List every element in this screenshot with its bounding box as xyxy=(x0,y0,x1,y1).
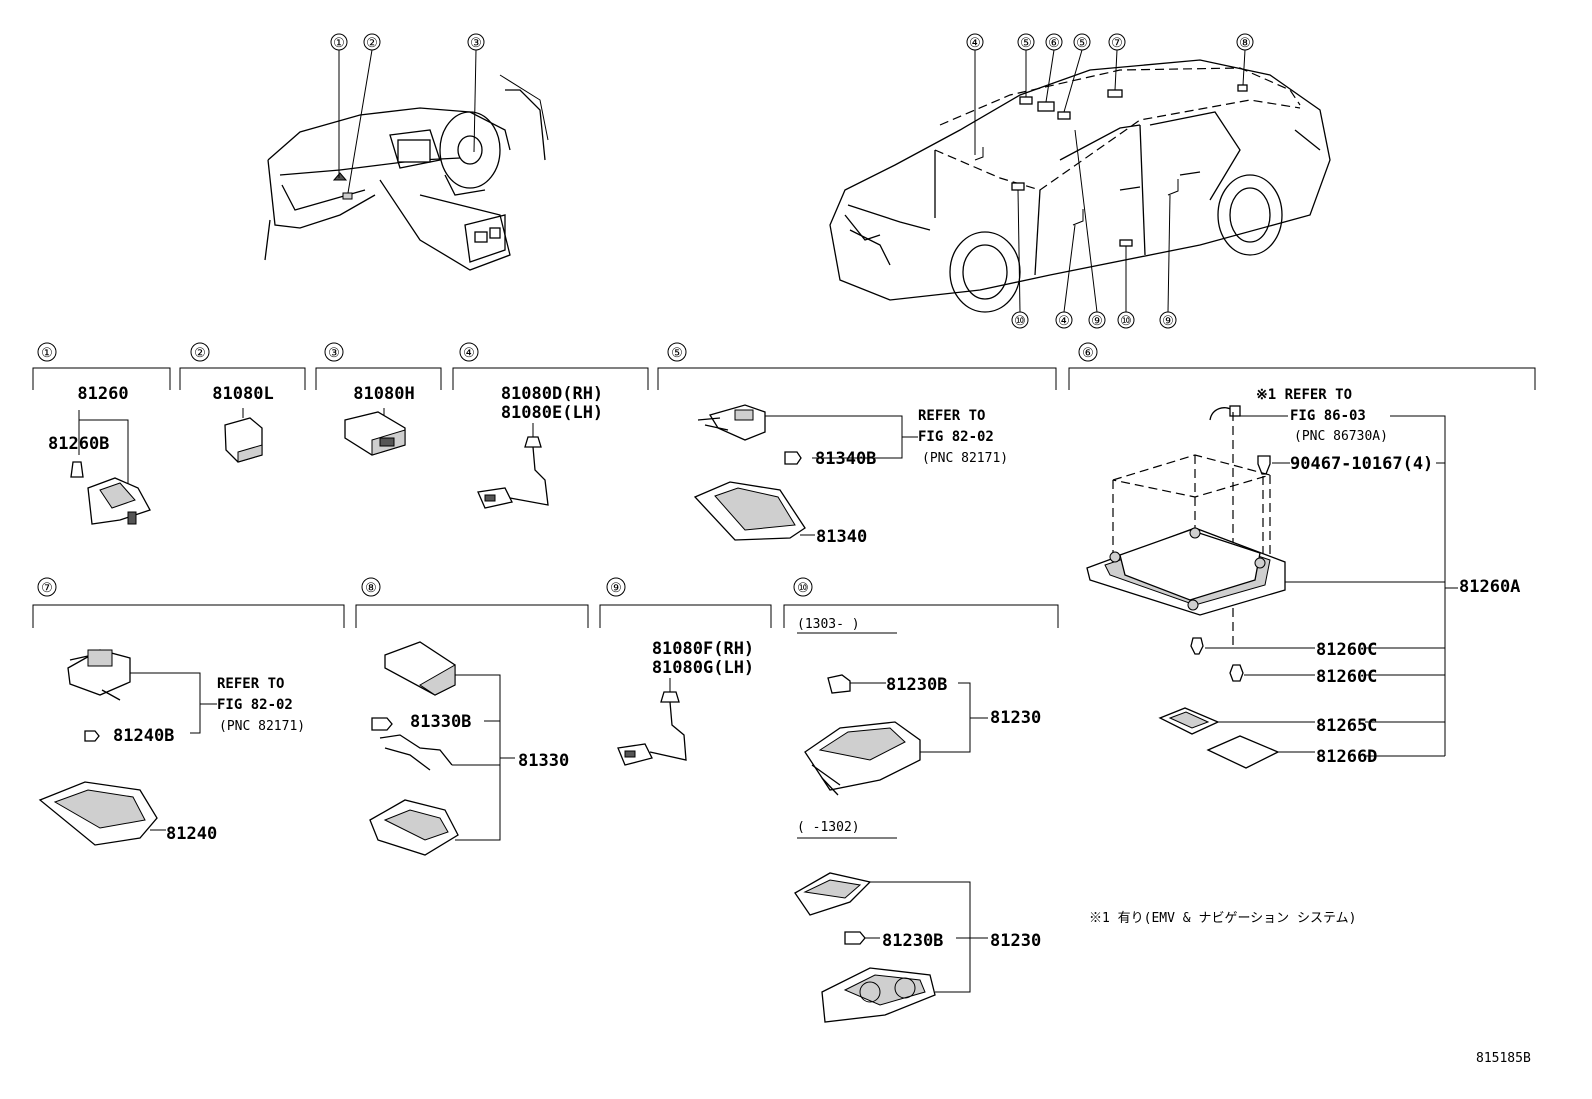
car-callout-5a: ⑤ xyxy=(1020,36,1032,51)
part-81240B: 81240B xyxy=(113,726,174,746)
part-81260A: 81260A xyxy=(1459,577,1520,597)
part-81340B: 81340B xyxy=(815,449,876,469)
section-9-number: ⑨ xyxy=(610,581,622,596)
dashboard-illustration xyxy=(264,74,549,271)
part-81230-1: 81230 xyxy=(990,708,1041,728)
section-9: 81080F(RH) 81080G(LH) xyxy=(617,639,754,766)
part-81330B: 81330B xyxy=(410,712,471,732)
car-callouts-top: ④ ⑤ ⑥ ⑤ ⑦ ⑧ xyxy=(966,33,1254,155)
section-5-refer-line3: (PNC 82171) xyxy=(922,451,1008,466)
callout-3: ③ xyxy=(470,36,482,51)
callout-1: ① xyxy=(333,36,345,51)
part-81080E: 81080E(LH) xyxy=(501,403,603,423)
part-81260C-1: 81260C xyxy=(1316,640,1377,660)
part-81080G: 81080G(LH) xyxy=(652,658,754,678)
car-callout-10b: ⑩ xyxy=(1120,314,1132,329)
part-81230B-2: 81230B xyxy=(882,931,943,951)
part-81260C-2: 81260C xyxy=(1316,667,1377,687)
section-1-number: ① xyxy=(41,346,53,361)
section-3: 81080H xyxy=(344,384,415,456)
car-callout-9a: ⑨ xyxy=(1091,314,1103,329)
section-5-number: ⑤ xyxy=(671,346,683,361)
section-4: 81080D(RH) 81080E(LH) xyxy=(477,384,603,509)
section-headers-row2: ⑦ ⑧ ⑨ ⑩ xyxy=(32,577,1059,628)
car-callout-7: ⑦ xyxy=(1111,36,1123,51)
section-5-refer-line2: FIG 82-02 xyxy=(918,429,994,445)
date-range-1302: ( -1302) xyxy=(797,820,860,835)
section-6-number: ⑥ xyxy=(1082,346,1094,361)
part-81265C: 81265C xyxy=(1316,716,1377,736)
section-6-refer-line2: FIG 86-03 xyxy=(1290,408,1366,424)
footnote: ※1 有り(EMV & ナビゲーション システム) xyxy=(1089,911,1356,926)
interior-callouts: ① ② ③ xyxy=(330,33,485,194)
car-callout-4-top: ④ xyxy=(969,36,981,51)
section-2-number: ② xyxy=(194,346,206,361)
callout-2: ② xyxy=(366,36,378,51)
section-10-number: ⑩ xyxy=(797,581,809,596)
section-10: (1303- ) 81230B 81230 ( -1302) 81230B 81… xyxy=(794,617,1041,1023)
car-callout-6: ⑥ xyxy=(1048,36,1060,51)
section-6-refer-line1: ※1 REFER TO xyxy=(1256,387,1352,403)
section-4-number: ④ xyxy=(463,346,475,361)
section-headers-row1: ① ② ③ ④ ⑤ ⑥ xyxy=(32,342,1536,390)
section-6: ※1 REFER TO FIG 86-03 (PNC 86730A) 90467… xyxy=(1086,387,1520,769)
section-2: 81080L xyxy=(212,384,274,463)
car-callouts-bottom: ⑩ ④ ⑨ ⑩ ⑨ xyxy=(1011,129,1177,329)
part-81260: 81260 xyxy=(77,384,128,404)
section-7-refer-line2: FIG 82-02 xyxy=(217,697,293,713)
part-81080D: 81080D(RH) xyxy=(501,384,603,404)
section-5-refer-line1: REFER TO xyxy=(918,408,985,424)
part-81330: 81330 xyxy=(518,751,569,771)
section-6-refer-line3: (PNC 86730A) xyxy=(1294,429,1388,444)
part-81266D: 81266D xyxy=(1316,747,1377,767)
section-8-number: ⑧ xyxy=(365,581,377,596)
car-callout-8: ⑧ xyxy=(1239,36,1251,51)
section-8: 81330B 81330 xyxy=(369,641,569,856)
part-81080H: 81080H xyxy=(353,384,414,404)
date-range-1303: (1303- ) xyxy=(797,617,860,632)
part-81080F: 81080F(RH) xyxy=(652,639,754,659)
section-1: 81260 81260B xyxy=(48,384,151,525)
section-5: REFER TO FIG 82-02 (PNC 82171) 81340B 81… xyxy=(693,404,1008,547)
section-3-number: ③ xyxy=(328,346,340,361)
car-illustration xyxy=(829,59,1331,313)
car-callout-10a: ⑩ xyxy=(1014,314,1026,329)
car-callout-4-bottom: ④ xyxy=(1058,314,1070,329)
car-callout-9b: ⑨ xyxy=(1162,314,1174,329)
part-90467-10167: 90467-10167(4) xyxy=(1290,454,1433,474)
part-81240: 81240 xyxy=(166,824,217,844)
section-7-refer-line1: REFER TO xyxy=(217,676,284,692)
section-7-refer-line3: (PNC 82171) xyxy=(219,719,305,734)
part-81230-2: 81230 xyxy=(990,931,1041,951)
part-81230B-1: 81230B xyxy=(886,675,947,695)
car-callout-5b: ⑤ xyxy=(1076,36,1088,51)
part-81080L: 81080L xyxy=(212,384,273,404)
figure-id: 815185B xyxy=(1476,1051,1531,1066)
part-81340: 81340 xyxy=(816,527,867,547)
section-7: REFER TO FIG 82-02 (PNC 82171) 81240B 81… xyxy=(38,649,305,846)
section-7-number: ⑦ xyxy=(41,581,53,596)
